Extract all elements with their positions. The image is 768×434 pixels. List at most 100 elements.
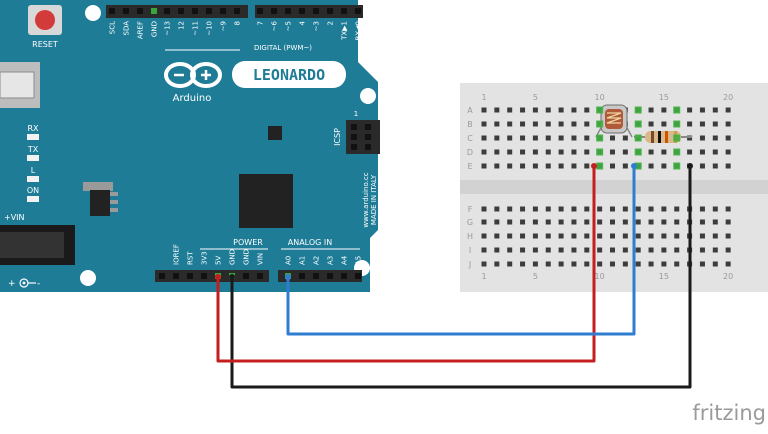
breadboard-hole[interactable] [532, 206, 538, 212]
breadboard-hole[interactable] [545, 107, 551, 113]
breadboard-hole[interactable] [494, 163, 500, 169]
breadboard-hole[interactable] [481, 219, 487, 225]
breadboard-hole[interactable] [571, 206, 577, 212]
breadboard-hole[interactable] [610, 135, 615, 141]
breadboard-hole[interactable] [635, 261, 641, 267]
breadboard-hole[interactable] [622, 261, 628, 267]
breadboard-hole[interactable] [712, 247, 718, 253]
breadboard-hole[interactable] [712, 233, 718, 239]
breadboard-hole[interactable] [520, 206, 526, 212]
breadboard-hole[interactable] [507, 149, 513, 155]
header-pin-hole[interactable] [220, 8, 226, 14]
breadboard-hole[interactable] [725, 149, 731, 155]
breadboard-hole[interactable] [699, 261, 705, 267]
breadboard-hole[interactable] [610, 163, 615, 169]
header-pin-hole[interactable] [206, 8, 212, 14]
breadboard-hole[interactable] [494, 121, 500, 127]
header-pin-hole[interactable] [151, 8, 157, 14]
breadboard-hole[interactable] [571, 247, 577, 253]
breadboard-hole[interactable] [494, 233, 500, 239]
header-pin-hole[interactable] [137, 8, 143, 14]
breadboard-hole[interactable] [674, 233, 680, 239]
breadboard-hole[interactable] [661, 219, 667, 225]
breadboard-hole[interactable] [507, 121, 513, 127]
breadboard-hole[interactable] [610, 149, 615, 155]
breadboard-hole[interactable] [622, 219, 628, 225]
breadboard-hole[interactable] [545, 219, 551, 225]
breadboard-hole[interactable] [558, 135, 564, 141]
power-pin-hole[interactable] [201, 273, 207, 279]
breadboard-hole[interactable] [674, 206, 680, 212]
breadboard-hole[interactable] [558, 247, 564, 253]
breadboard-hole[interactable] [712, 206, 718, 212]
breadboard-hole[interactable] [584, 247, 590, 253]
breadboard-hole[interactable] [712, 121, 718, 127]
breadboard-hole[interactable] [661, 121, 667, 127]
breadboard-hole[interactable] [507, 219, 513, 225]
breadboard-hole[interactable] [494, 219, 500, 225]
breadboard-hole[interactable] [558, 219, 564, 225]
breadboard-hole[interactable] [558, 149, 564, 155]
breadboard-hole[interactable] [507, 233, 513, 239]
breadboard-hole[interactable] [584, 107, 590, 113]
breadboard-hole[interactable] [558, 206, 564, 212]
breadboard-hole[interactable] [661, 163, 667, 169]
breadboard-hole[interactable] [687, 107, 693, 113]
breadboard-hole[interactable] [532, 261, 538, 267]
breadboard-hole[interactable] [635, 247, 641, 253]
breadboard-hole[interactable] [699, 107, 705, 113]
breadboard-hole[interactable] [571, 107, 577, 113]
breadboard-hole[interactable] [545, 206, 551, 212]
breadboard-hole[interactable] [622, 149, 628, 155]
breadboard-hole[interactable] [494, 135, 500, 141]
breadboard-hole[interactable] [712, 219, 718, 225]
breadboard-hole[interactable] [520, 219, 526, 225]
breadboard-hole[interactable] [610, 233, 615, 239]
analog-pin-hole[interactable] [355, 273, 361, 279]
breadboard-hole[interactable] [725, 247, 731, 253]
breadboard-hole[interactable] [597, 219, 603, 225]
breadboard-hole[interactable] [610, 261, 615, 267]
breadboard-hole[interactable] [661, 206, 667, 212]
breadboard-hole[interactable] [597, 247, 603, 253]
breadboard-hole[interactable] [622, 233, 628, 239]
breadboard-hole[interactable] [571, 149, 577, 155]
breadboard-hole[interactable] [494, 206, 500, 212]
breadboard-hole[interactable] [481, 247, 487, 253]
breadboard-hole[interactable] [712, 163, 718, 169]
breadboard-hole[interactable] [558, 163, 564, 169]
breadboard-hole[interactable] [725, 261, 731, 267]
breadboard-hole[interactable] [661, 149, 667, 155]
breadboard-hole[interactable] [481, 135, 487, 141]
breadboard-hole[interactable] [481, 233, 487, 239]
breadboard-hole[interactable] [622, 163, 628, 169]
breadboard-hole[interactable] [597, 261, 603, 267]
breadboard-hole[interactable] [584, 206, 590, 212]
breadboard-hole[interactable] [610, 219, 615, 225]
header-pin-hole[interactable] [178, 8, 184, 14]
header-pin-hole[interactable] [313, 8, 319, 14]
breadboard-hole[interactable] [674, 261, 680, 267]
breadboard-hole[interactable] [532, 149, 538, 155]
power-pin-hole[interactable] [257, 273, 263, 279]
breadboard-hole[interactable] [584, 261, 590, 267]
breadboard-hole[interactable] [699, 233, 705, 239]
breadboard-hole[interactable] [545, 233, 551, 239]
breadboard-hole[interactable] [571, 121, 577, 127]
breadboard-hole[interactable] [520, 107, 526, 113]
breadboard-hole[interactable] [687, 149, 693, 155]
breadboard-hole[interactable] [584, 121, 590, 127]
breadboard-hole[interactable] [520, 247, 526, 253]
breadboard-hole[interactable] [661, 107, 667, 113]
header-pin-hole[interactable] [164, 8, 170, 14]
breadboard-hole[interactable] [545, 163, 551, 169]
breadboard-hole[interactable] [532, 121, 538, 127]
breadboard-hole[interactable] [648, 206, 654, 212]
breadboard-hole[interactable] [712, 135, 718, 141]
breadboard-hole[interactable] [725, 206, 731, 212]
breadboard-hole[interactable] [507, 247, 513, 253]
breadboard-hole[interactable] [661, 233, 667, 239]
header-pin-hole[interactable] [271, 8, 277, 14]
breadboard-hole[interactable] [545, 121, 551, 127]
breadboard-hole[interactable] [481, 149, 487, 155]
